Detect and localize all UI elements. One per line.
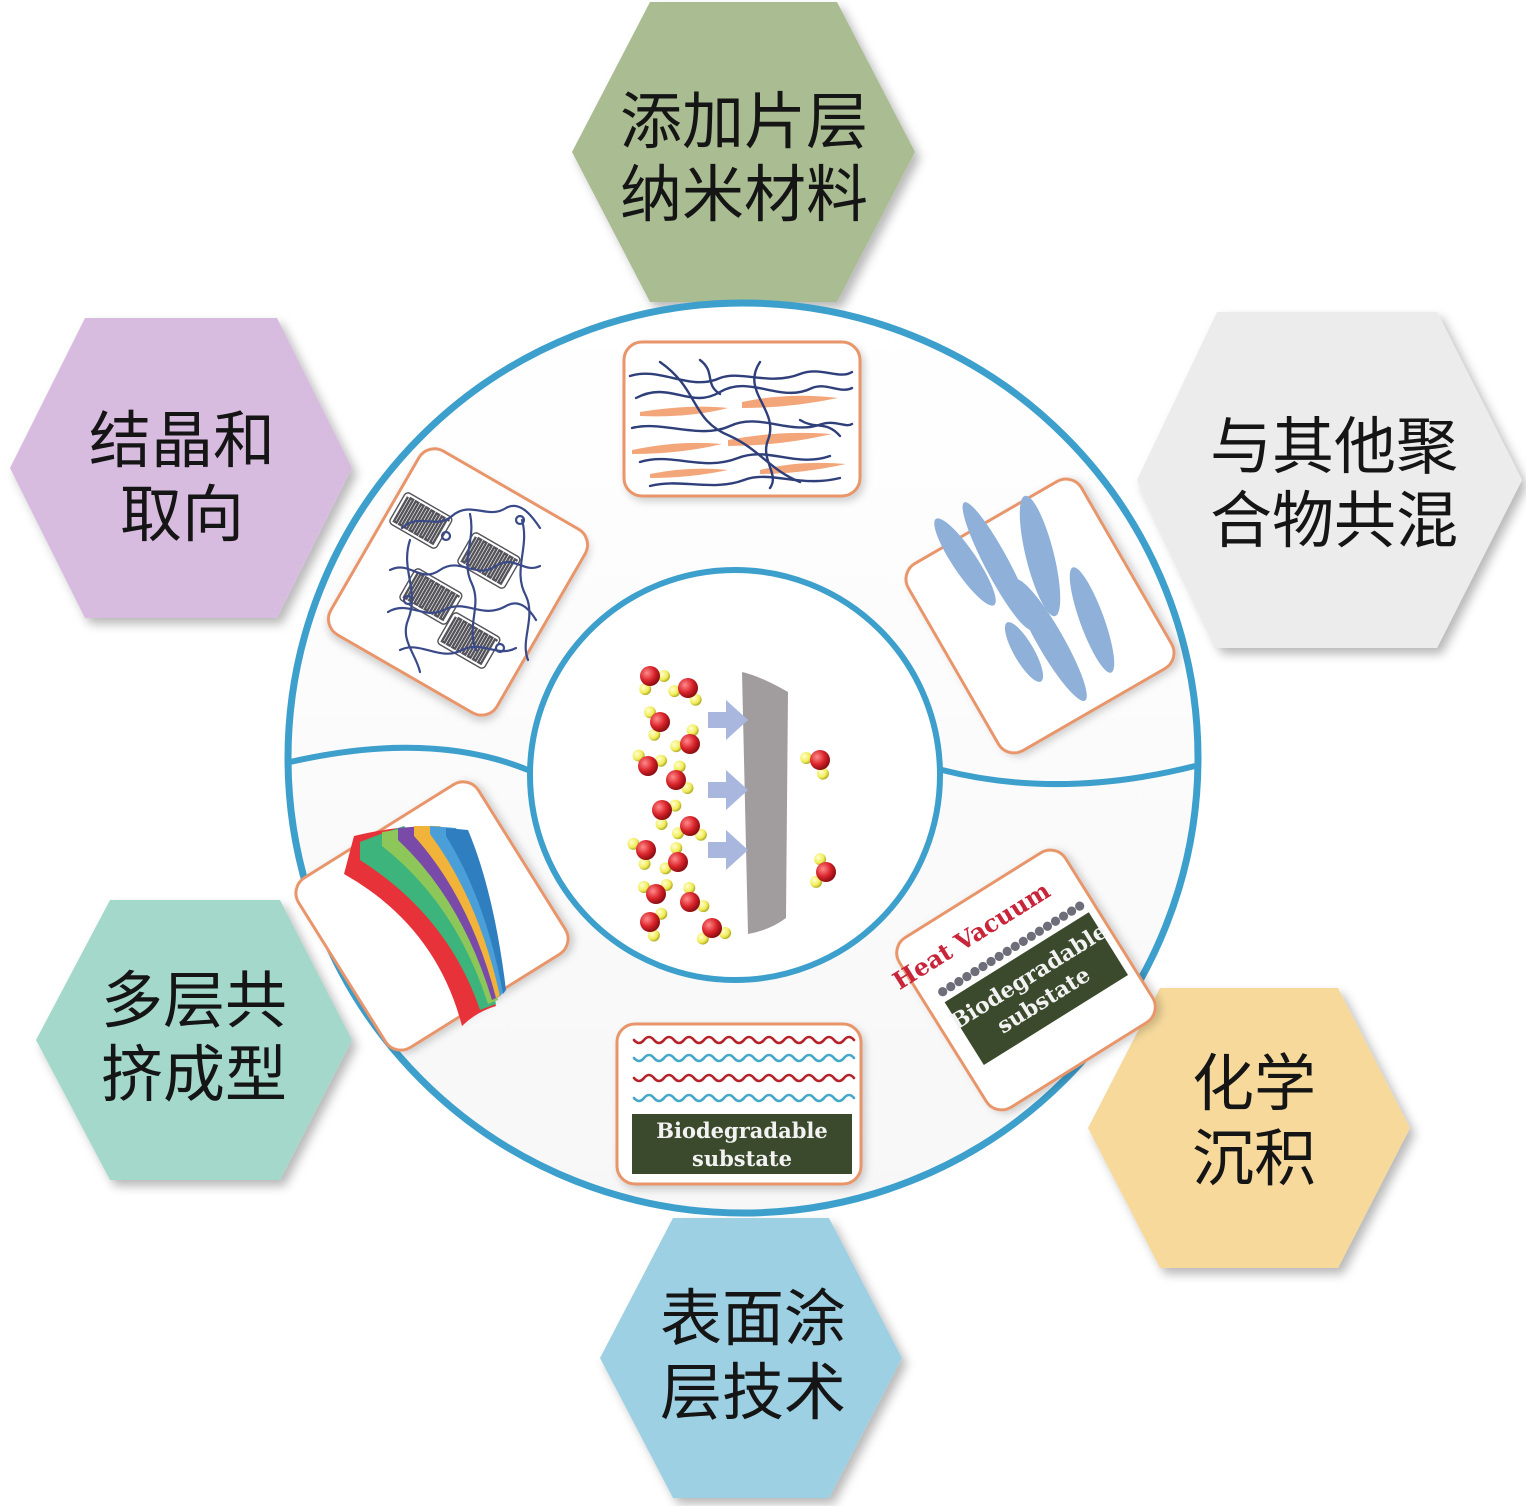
layered-fan <box>344 826 506 1026</box>
hexagon-coating-line-2: 层技术 <box>660 1356 846 1429</box>
center-barrier-illustration <box>627 666 836 945</box>
molecule <box>671 816 707 841</box>
coating-chain-layers <box>632 1035 856 1103</box>
deposited-particle <box>1075 901 1085 911</box>
molecule <box>637 879 673 904</box>
hexagon-coextrusion: 多层共 挤成型 <box>36 900 352 1180</box>
deposited-particle <box>946 982 956 992</box>
hexagon-coextrusion-line-2: 挤成型 <box>101 1038 287 1111</box>
molecule <box>800 750 830 780</box>
permeation-arrows <box>708 700 748 870</box>
deposited-particle <box>1002 946 1012 957</box>
hexagon-blending-line-1: 与其他聚 <box>1210 410 1458 483</box>
coating-substrate-label-1: Biodegradable <box>656 1118 827 1143</box>
gas-molecules <box>627 666 836 945</box>
hexagon-crystallization-line-2: 取向 <box>120 478 244 551</box>
molecule <box>659 842 688 875</box>
molecule <box>627 837 656 870</box>
hexagon-deposition-line-1: 化学 <box>1192 1047 1316 1120</box>
molecule <box>640 907 668 942</box>
amorphous-chains <box>386 504 542 674</box>
dispersed-phase <box>934 495 1115 701</box>
molecule <box>680 882 710 913</box>
hexagon-crystallization-line-1: 结晶和 <box>89 404 275 477</box>
hexagon-blending: 与其他聚 合物共混 <box>1137 312 1522 648</box>
molecule <box>643 706 670 741</box>
panel-nanofiller <box>622 340 862 498</box>
hexagon-nanofiller: 添加片层 纳米材料 <box>572 2 915 302</box>
deposition-substrate <box>944 912 1129 1066</box>
coating-substrate <box>632 1114 852 1174</box>
barrier-membrane <box>742 672 788 934</box>
hexagon-deposition: 化学 沉积 <box>1088 988 1410 1268</box>
hexagon-crystallization: 结晶和 取向 <box>10 318 352 618</box>
deposited-particle <box>1010 941 1020 951</box>
platelet-fillers <box>632 395 846 478</box>
coating-substrate-label-2: substate <box>692 1146 792 1171</box>
hexagon-nanofiller-line-1: 添加片层 <box>620 85 868 158</box>
deposited-particle <box>1067 906 1077 916</box>
deposited-particle <box>1042 921 1053 931</box>
molecule <box>668 678 702 706</box>
deposited-particle <box>970 966 980 977</box>
molecule <box>696 918 732 945</box>
molecule <box>639 666 670 696</box>
deposited-particle <box>986 956 996 967</box>
deposited-particle <box>938 987 948 997</box>
deposited-particle <box>962 971 972 982</box>
deposited-particle <box>978 961 988 972</box>
panel-crystallization <box>326 447 590 717</box>
molecule <box>652 799 682 830</box>
deposited-particle <box>1034 926 1044 936</box>
panel-coating: Biodegradable substate <box>615 1022 863 1186</box>
panel-blending <box>904 477 1176 755</box>
molecule <box>810 853 836 888</box>
hexagon-coating-line-1: 表面涂 <box>660 1282 846 1355</box>
molecule <box>670 724 700 754</box>
deposited-particles <box>938 901 1085 997</box>
hexagon-coating: 表面涂 层技术 <box>600 1218 902 1498</box>
ring-divider-right <box>941 763 1196 788</box>
hexagon-blending-line-2: 合物共混 <box>1210 484 1458 557</box>
deposited-particle <box>1026 931 1036 941</box>
deposited-particle <box>1018 936 1028 946</box>
molecule <box>632 749 667 776</box>
panel-coextrusion <box>294 780 570 1052</box>
molecule <box>666 760 694 795</box>
lamellae <box>389 492 521 669</box>
deposited-particle <box>1050 916 1061 926</box>
hexagon-nanofiller-line-2: 纳米材料 <box>620 158 868 231</box>
deposited-particle <box>954 977 964 987</box>
hexagon-coextrusion-line-1: 多层共 <box>101 964 287 1037</box>
inner-circle <box>527 567 943 983</box>
deposited-particle <box>1058 911 1069 921</box>
polymer-chains <box>628 358 854 490</box>
panel-deposition: Heat Vacuum Biodegradable substate <box>887 848 1157 1112</box>
ring-divider-left <box>289 744 530 773</box>
hexagon-deposition-line-2: 沉积 <box>1192 1122 1316 1195</box>
deposited-particle <box>994 951 1004 962</box>
